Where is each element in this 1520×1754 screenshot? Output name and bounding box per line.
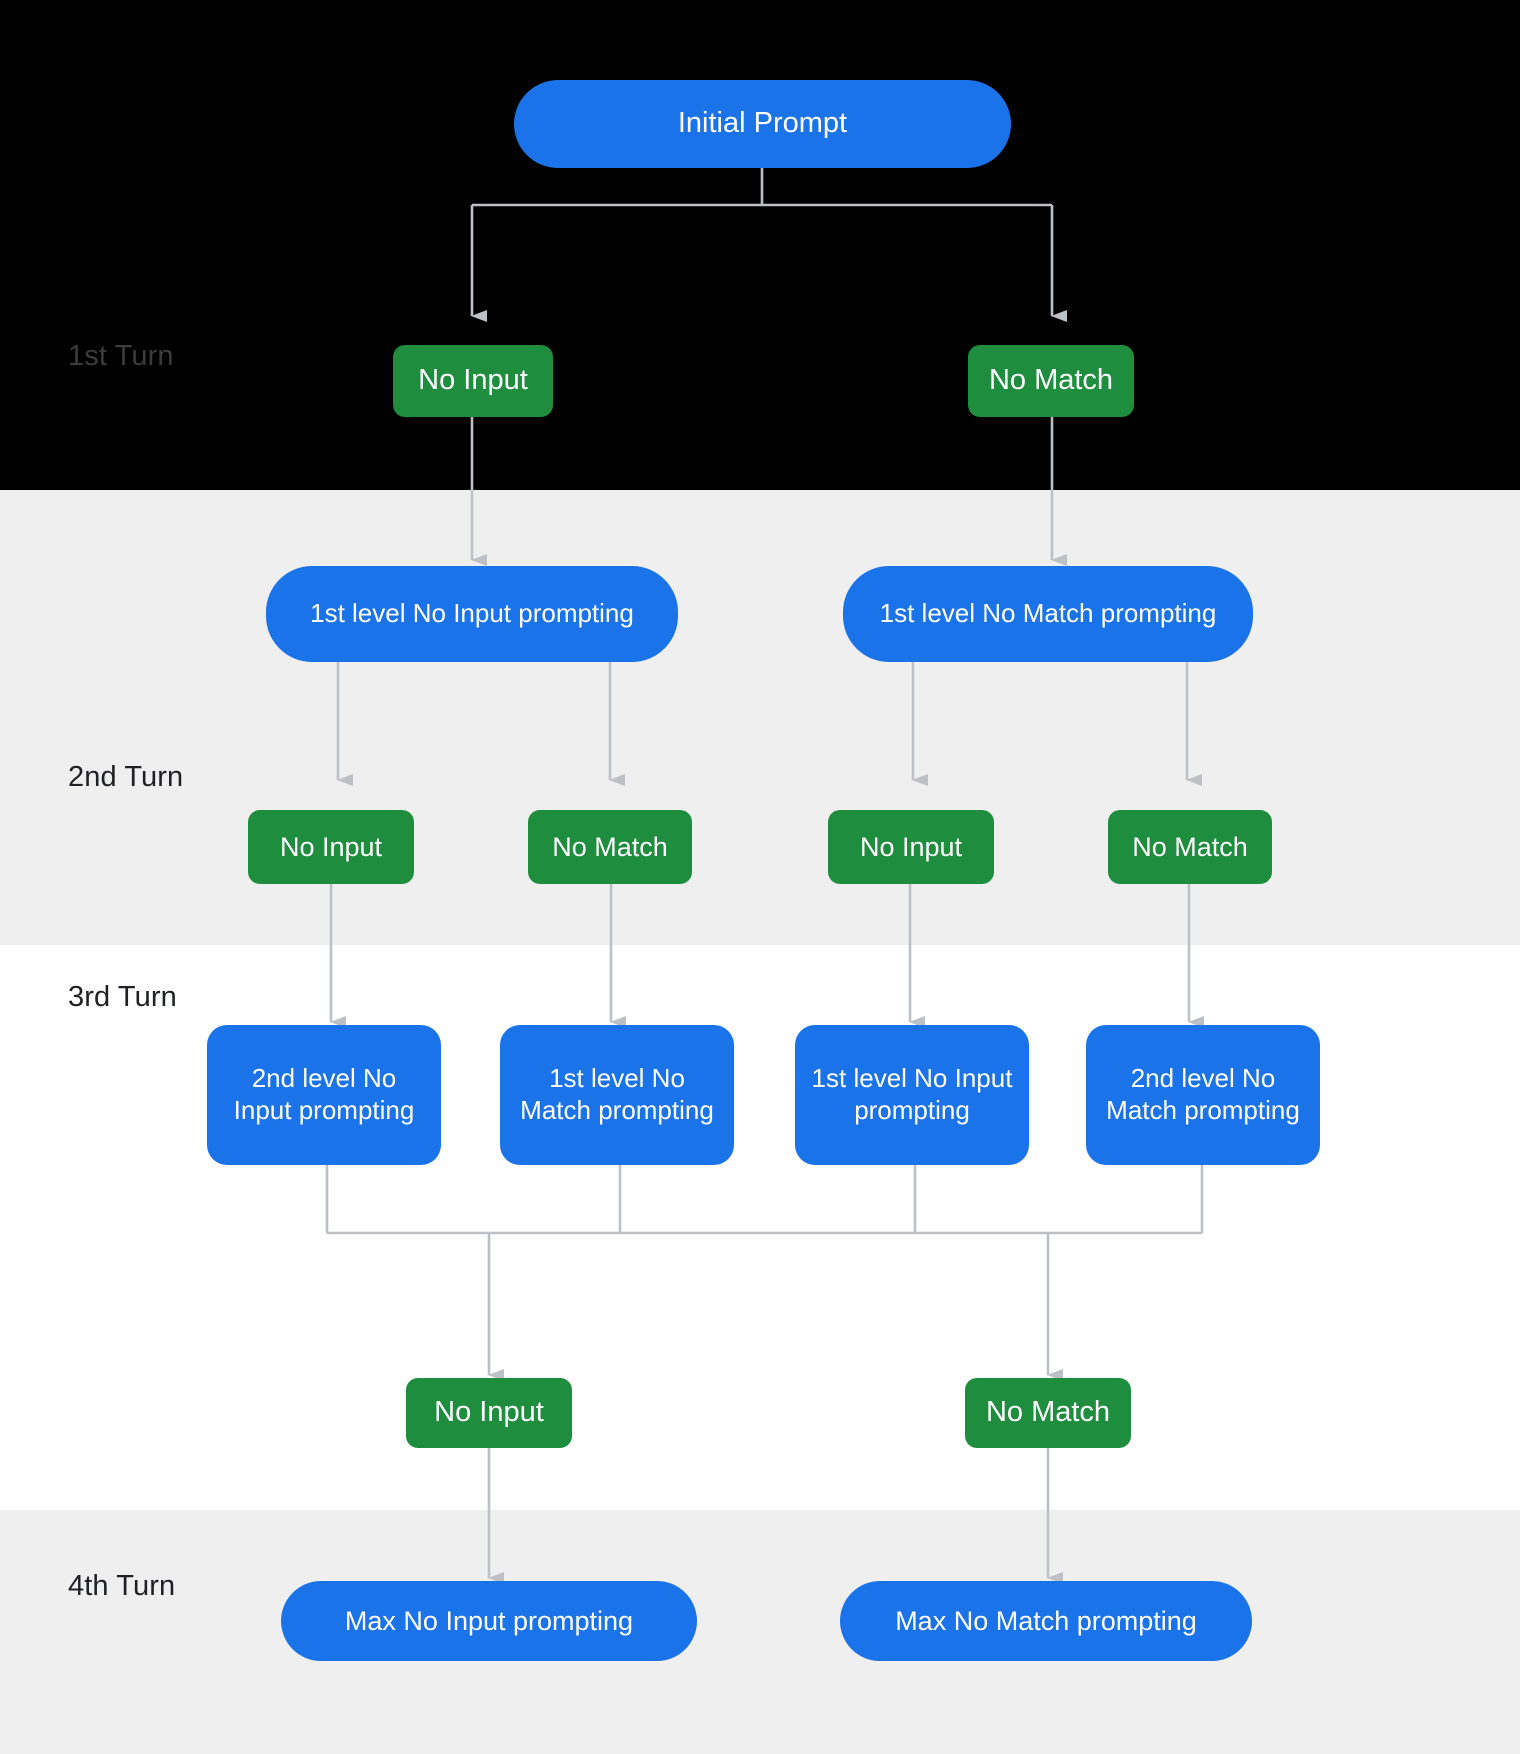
node-turn2-no-input-b[interactable]: No Input (828, 810, 994, 884)
node-turn3-no-match[interactable]: No Match (965, 1378, 1131, 1448)
node-turn2-no-input-a[interactable]: No Input (248, 810, 414, 884)
node-initial-prompt[interactable]: Initial Prompt (514, 80, 1011, 168)
node-turn2-no-match-b[interactable]: No Match (1108, 810, 1272, 884)
node-turn2-no-match-a[interactable]: No Match (528, 810, 692, 884)
node-1st-level-no-input-prompting-t3[interactable]: 1st level No Input prompting (795, 1025, 1029, 1165)
band-4th-turn (0, 1510, 1520, 1754)
node-turn3-no-input[interactable]: No Input (406, 1378, 572, 1448)
node-1st-level-no-input-prompting[interactable]: 1st level No Input prompting (266, 566, 678, 662)
turn-label-2nd: 2nd Turn (68, 761, 184, 793)
turn-label-3rd: 3rd Turn (68, 981, 177, 1013)
node-max-no-match-prompting[interactable]: Max No Match prompting (840, 1581, 1252, 1661)
turn-label-4th: 4th Turn (68, 1570, 176, 1602)
node-max-no-input-prompting[interactable]: Max No Input prompting (281, 1581, 697, 1661)
node-1st-level-no-match-prompting[interactable]: 1st level No Match prompting (843, 566, 1253, 662)
turn-label-1st: 1st Turn (68, 340, 174, 372)
node-turn1-no-match[interactable]: No Match (968, 345, 1134, 417)
node-turn1-no-input[interactable]: No Input (393, 345, 553, 417)
node-1st-level-no-match-prompting-t3[interactable]: 1st level No Match prompting (500, 1025, 734, 1165)
node-2nd-level-no-input-prompting[interactable]: 2nd level No Input prompting (207, 1025, 441, 1165)
node-2nd-level-no-match-prompting[interactable]: 2nd level No Match prompting (1086, 1025, 1320, 1165)
